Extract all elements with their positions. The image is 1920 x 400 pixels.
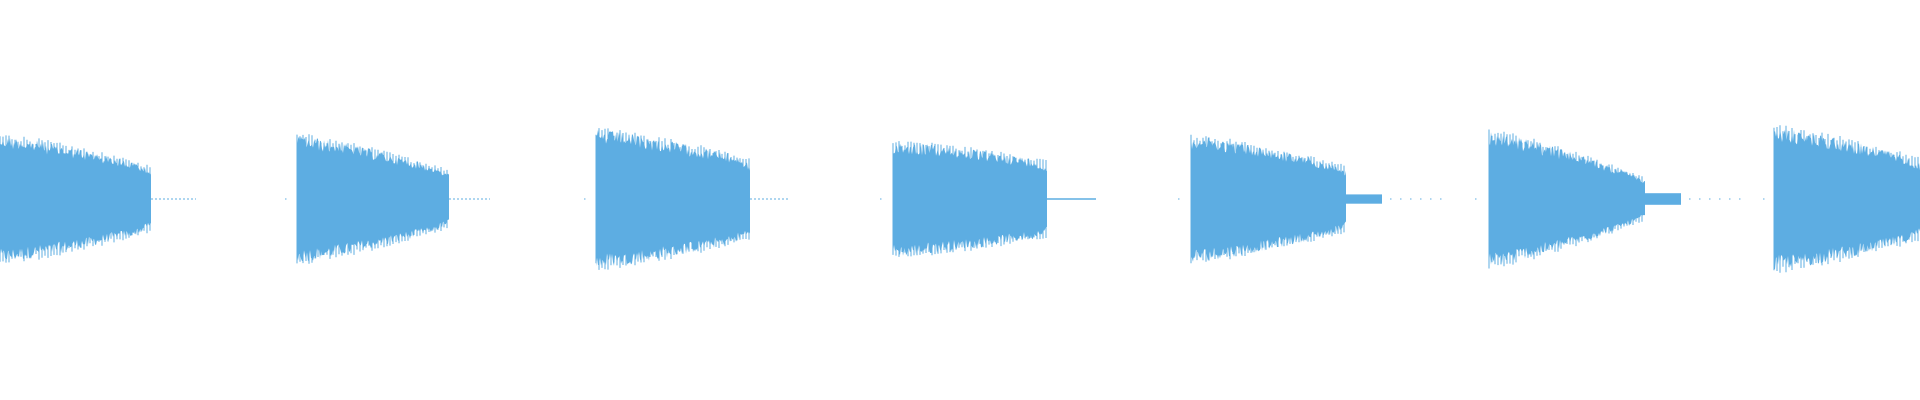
waveform-segments — [0, 125, 1920, 273]
waveform-residual-dot — [1699, 198, 1701, 200]
waveform-residual-dot — [1390, 198, 1392, 200]
waveform-residual-dot — [1430, 198, 1432, 200]
waveform-residual-dot — [1729, 198, 1731, 200]
waveform-residual-dot — [1689, 198, 1691, 200]
waveform-residual-dot — [1719, 198, 1721, 200]
waveform-residual-dot — [1709, 198, 1711, 200]
waveform-onset-dot — [1178, 198, 1180, 200]
waveform-burst — [596, 129, 750, 267]
waveform-onset-dot — [1763, 198, 1765, 200]
waveform-tail — [1645, 193, 1681, 205]
waveform-onset-dot — [880, 198, 882, 200]
waveform-onset-dot — [285, 198, 287, 200]
waveform-residual-dot — [1739, 198, 1741, 200]
waveform-tail — [1346, 194, 1382, 204]
waveform-onset-dot — [584, 198, 586, 200]
waveform-onset-dot — [1475, 198, 1477, 200]
waveform-burst — [893, 143, 1047, 256]
waveform-burst — [1774, 128, 1920, 270]
waveform-residual-dot — [1440, 198, 1442, 200]
waveform-residual-dot — [1420, 198, 1422, 200]
waveform-residual-dot — [1400, 198, 1402, 200]
waveform-residual-dot — [1410, 198, 1412, 200]
